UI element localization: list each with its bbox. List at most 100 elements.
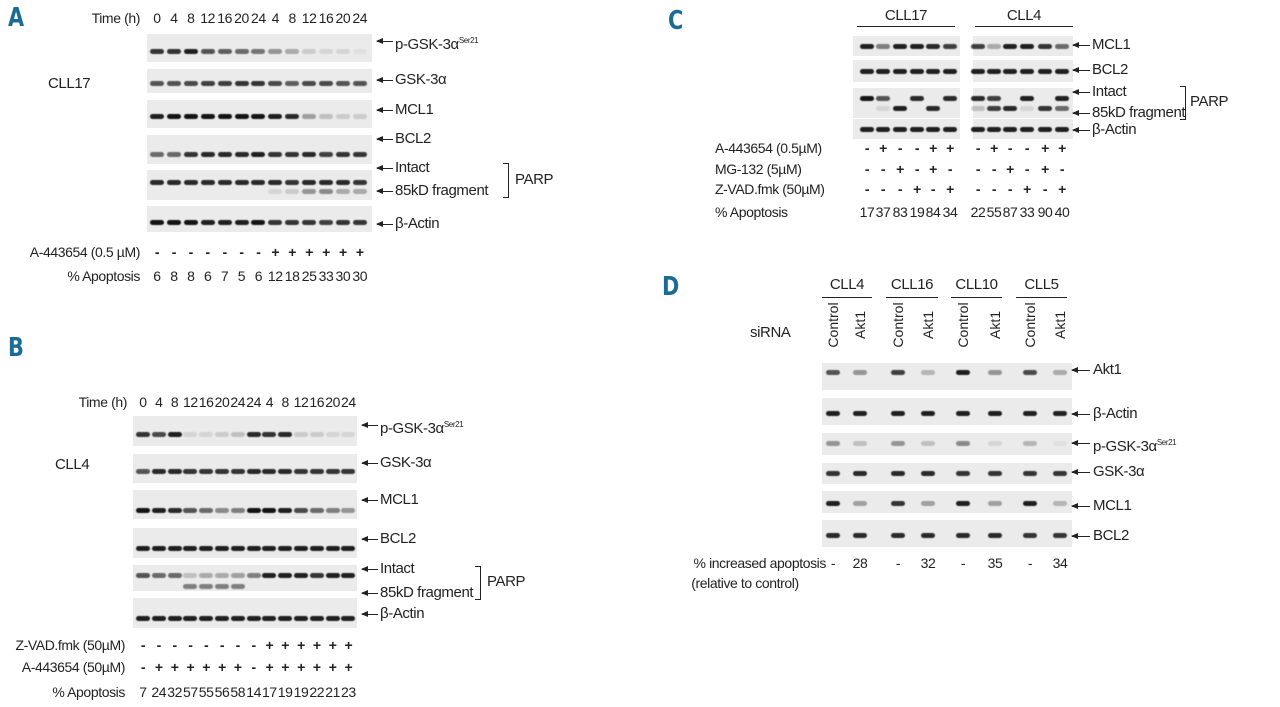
treatment-sign: + <box>202 659 211 675</box>
panel-letter: A <box>8 3 25 33</box>
protein-band <box>150 180 164 185</box>
treatment-sign: + <box>929 161 937 177</box>
apoptosis-label: % Apoptosis <box>67 268 140 284</box>
parp-bracket <box>1180 86 1186 120</box>
protein-band <box>302 49 317 54</box>
sample-group-label: CLL5 <box>1024 276 1059 293</box>
blot-strip <box>133 490 357 519</box>
protein-band <box>319 152 333 157</box>
protein-name: GSK-3α <box>1093 463 1145 480</box>
treatment-sign: + <box>1023 181 1031 197</box>
apoptosis-value: 35 <box>987 555 1003 571</box>
protein-name: Intact <box>395 159 430 176</box>
protein-band <box>268 114 283 119</box>
treatment-sign: - <box>235 637 241 653</box>
protein-band <box>910 127 924 132</box>
treatment-sign: - <box>930 181 936 197</box>
protein-band <box>1023 501 1037 506</box>
protein-band <box>826 370 840 375</box>
group-underline <box>951 297 1002 298</box>
protein-band <box>230 469 245 474</box>
protein-name: p-GSK-3α <box>380 420 444 437</box>
time-axis-label: Time (h) <box>78 394 128 410</box>
treatment-sign: + <box>896 161 904 177</box>
treatment-sign: + <box>1006 161 1014 177</box>
protein-name: MCL1 <box>1092 36 1131 53</box>
protein-band <box>234 49 249 54</box>
protein-band <box>151 469 166 474</box>
treatment-sign: + <box>929 140 937 156</box>
apoptosis-value: 19 <box>277 684 293 700</box>
lane-label: Akt1 <box>1052 310 1068 340</box>
time-point-label: 24 <box>352 10 368 26</box>
protein-band <box>234 81 249 86</box>
protein-band <box>246 616 261 621</box>
protein-band <box>150 81 164 86</box>
protein-band <box>988 471 1002 476</box>
apoptosis-value: 6 <box>203 268 212 284</box>
protein-band <box>910 44 924 49</box>
protein-band <box>183 469 198 474</box>
protein-band <box>150 49 164 54</box>
protein-band <box>251 220 266 225</box>
apoptosis-label: % Apoptosis <box>715 204 788 220</box>
protein-band <box>341 469 356 474</box>
protein-band <box>167 616 182 621</box>
arrow-icon <box>376 136 393 142</box>
parp-label: PARP <box>515 170 554 188</box>
blot-strip <box>147 206 372 232</box>
protein-band <box>335 152 350 157</box>
protein-band <box>285 180 300 185</box>
protein-band <box>988 441 1002 446</box>
treatment-label: A-443654 (50µM) <box>21 659 126 675</box>
protein-band <box>1055 44 1069 49</box>
apoptosis-label: % increased apoptosis <box>693 555 827 571</box>
apoptosis-value: 58 <box>230 684 246 700</box>
protein-band <box>278 508 293 513</box>
protein-band <box>891 441 905 446</box>
protein-band <box>943 127 957 132</box>
protein-band <box>325 546 340 551</box>
protein-band <box>215 616 229 621</box>
treatment-sign: - <box>219 637 225 653</box>
blot-label: MCL1 <box>380 492 419 508</box>
arrow-icon <box>376 165 393 171</box>
protein-band <box>150 220 164 225</box>
arrow-icon <box>361 460 378 466</box>
protein-band <box>150 152 164 157</box>
protein-band <box>200 152 215 157</box>
treatment-sign: - <box>140 637 146 653</box>
apoptosis-value: 87 <box>1002 204 1018 220</box>
protein-band <box>200 49 215 54</box>
protein-band <box>199 573 214 578</box>
protein-band <box>1055 96 1069 101</box>
protein-band <box>853 471 867 476</box>
cell-line-label: CLL4 <box>55 456 90 473</box>
protein-band <box>183 508 198 513</box>
apoptosis-value: 28 <box>852 555 868 571</box>
protein-band <box>352 49 367 54</box>
protein-name: MCL1 <box>1093 497 1132 514</box>
protein-band <box>302 114 317 119</box>
time-point-label: 4 <box>155 394 163 410</box>
protein-band <box>215 546 229 551</box>
protein-band <box>893 127 907 132</box>
treatment-sign: + <box>281 659 290 675</box>
protein-name: β-Actin <box>1093 405 1138 422</box>
protein-band <box>325 616 340 621</box>
treatment-sign: - <box>1024 161 1030 177</box>
arrow-icon <box>1071 367 1090 373</box>
treatment-sign: - <box>991 161 997 177</box>
protein-band <box>268 180 283 185</box>
time-axis-label: Time (h) <box>91 10 141 26</box>
cleaved-band <box>1003 106 1017 111</box>
blot-label: β-Actin <box>1092 122 1137 138</box>
protein-band <box>1003 127 1017 132</box>
protein-band <box>309 469 324 474</box>
protein-band <box>971 69 985 74</box>
cleaved-band <box>285 189 300 194</box>
treatment-sign: + <box>297 659 305 675</box>
protein-band <box>325 573 340 578</box>
protein-band <box>309 508 324 513</box>
